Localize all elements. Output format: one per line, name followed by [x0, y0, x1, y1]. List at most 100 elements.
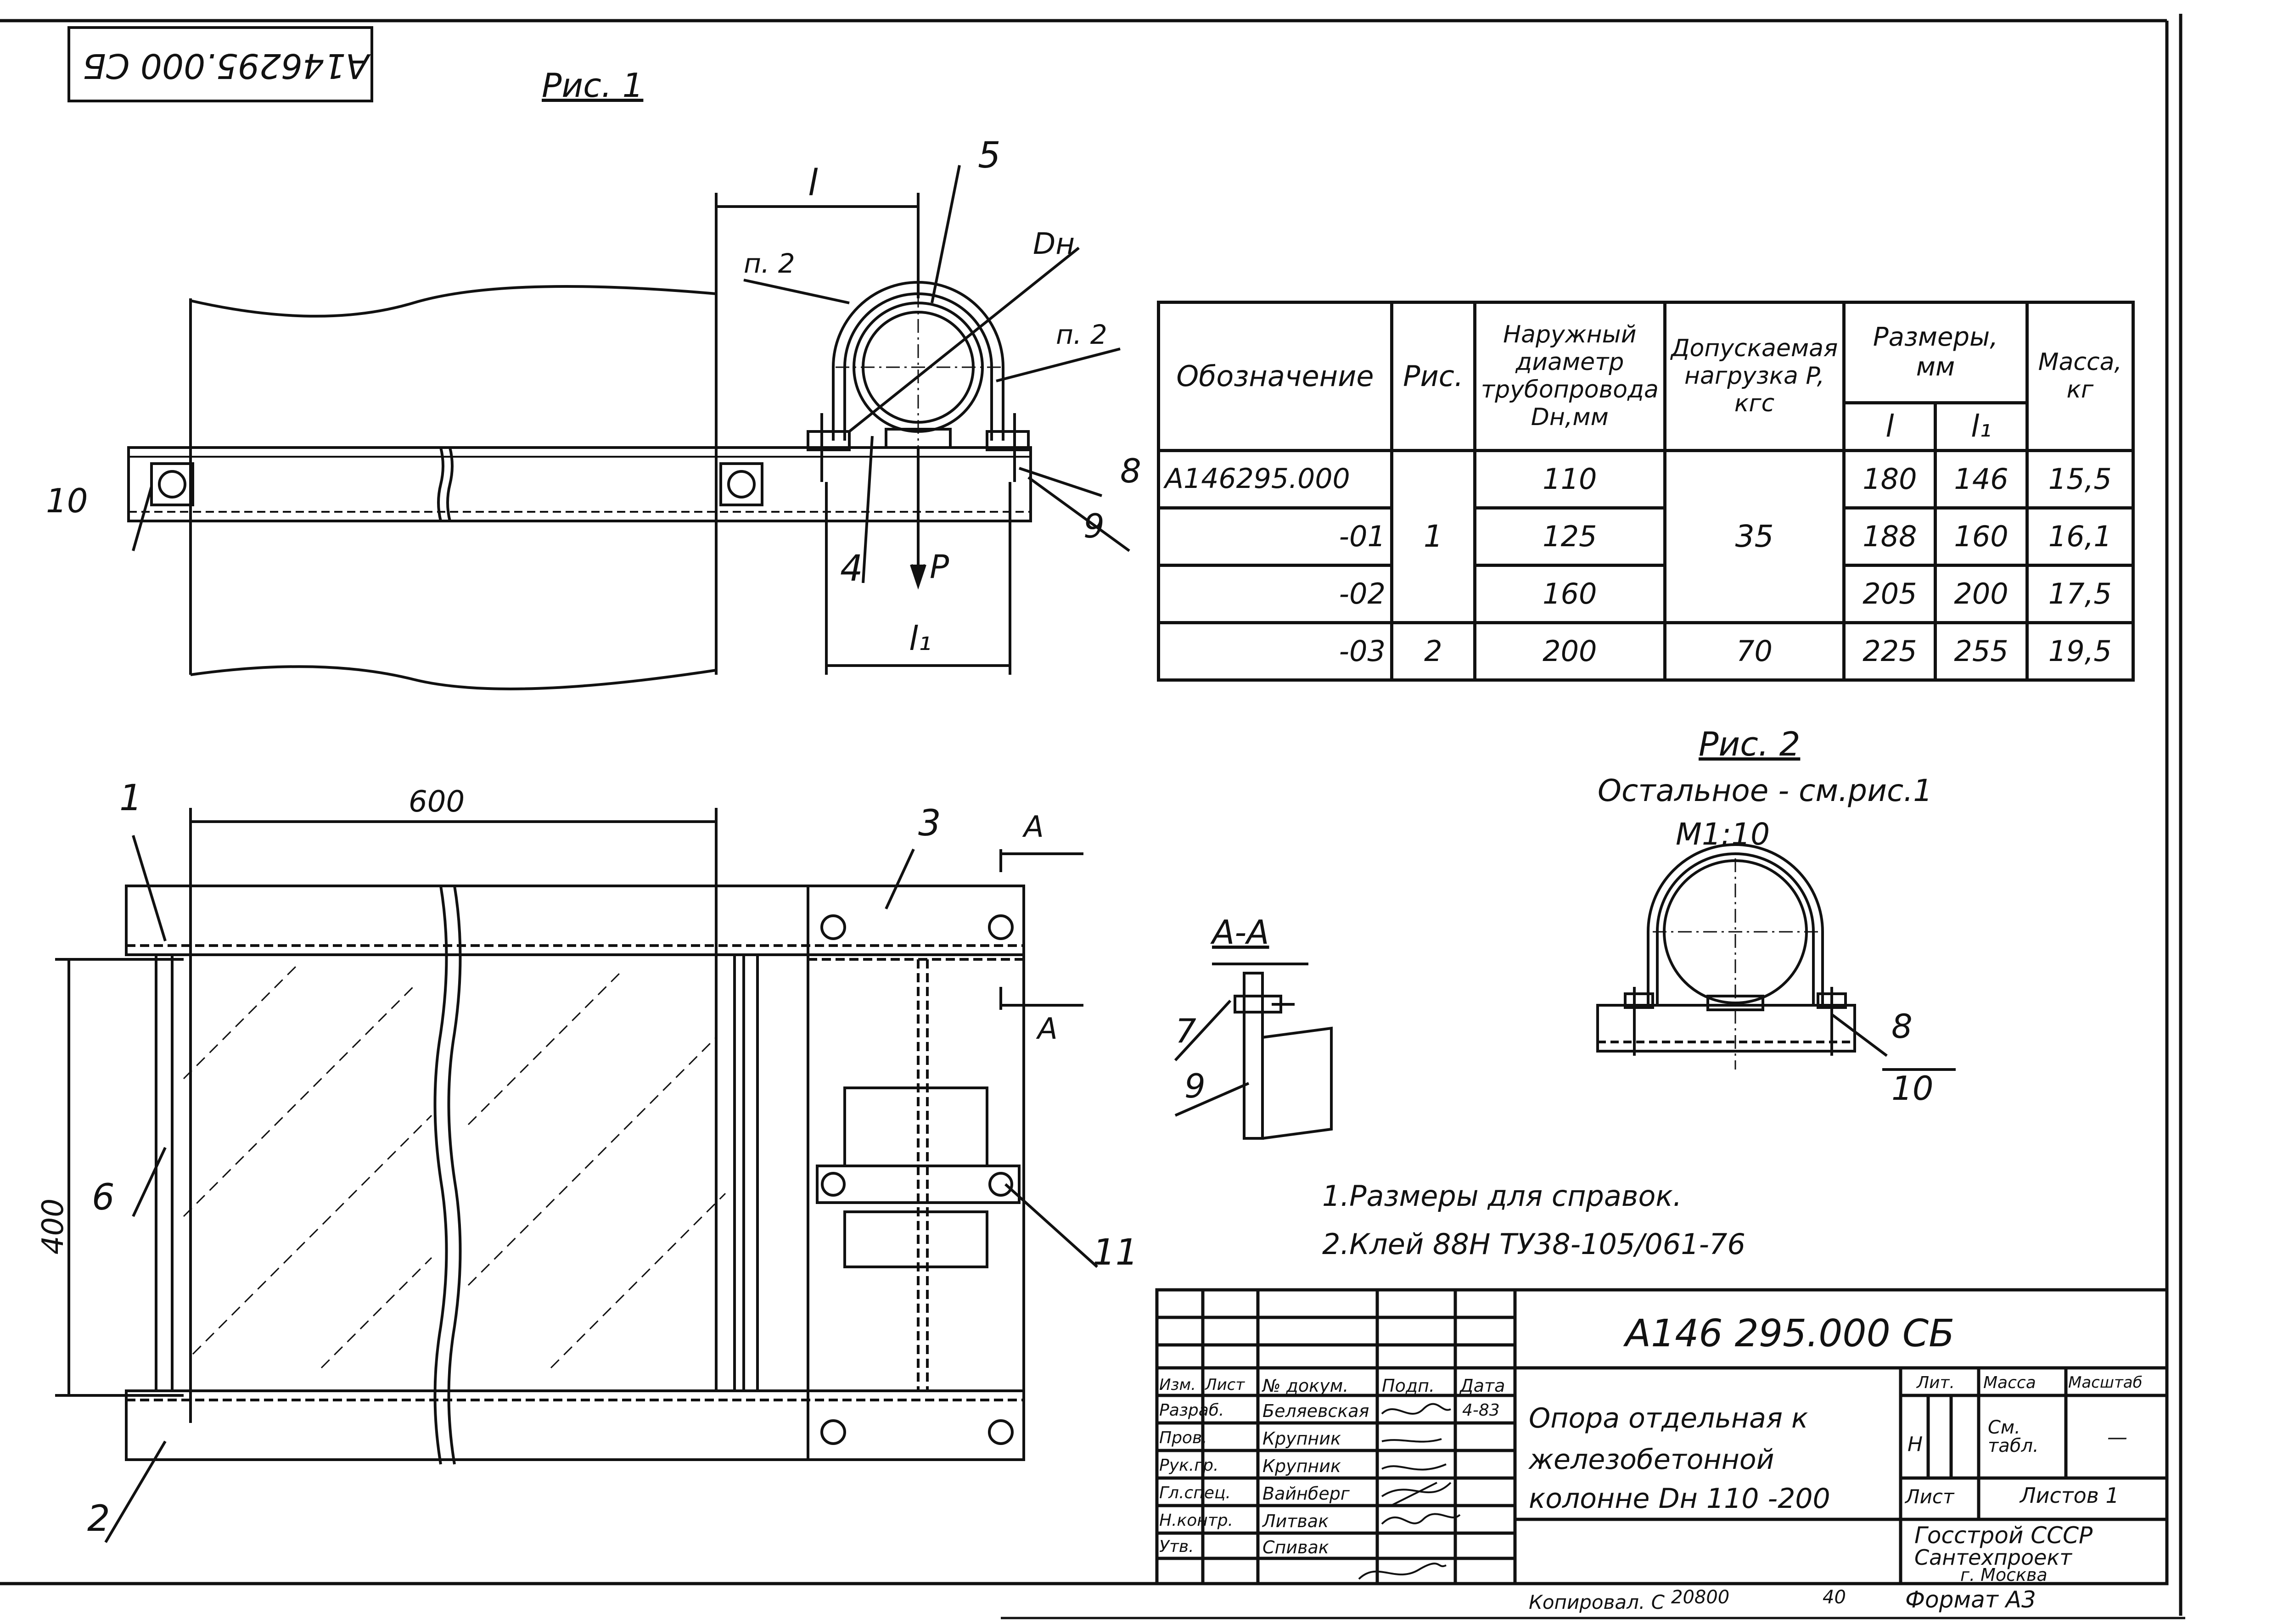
- tb-head-doc: № докум.: [1262, 1376, 1349, 1396]
- spec-cell-fig: 2: [1390, 621, 1476, 682]
- dim-400: 400: [36, 1198, 71, 1255]
- callout-7: 7: [1175, 1012, 1196, 1050]
- dim-600: 600: [409, 785, 465, 819]
- callout-6: 6: [92, 1177, 115, 1218]
- callout-9: 9: [1083, 507, 1105, 545]
- tb-scale: Масштаб: [2068, 1373, 2143, 1392]
- tb-name: Спивак: [1262, 1537, 1329, 1557]
- callout-4: 4: [840, 548, 863, 589]
- tb-scale-value: —: [2107, 1426, 2127, 1449]
- spec-cell-l1: 255: [1934, 621, 2029, 682]
- callout-10: 10: [46, 482, 88, 520]
- tb-org2: Сантехпроект: [1914, 1545, 2072, 1570]
- title-block-frame: [1155, 1288, 2169, 1585]
- spec-cell-l: 205: [1842, 563, 1937, 624]
- tb-mass: Масса: [1983, 1373, 2036, 1392]
- fig2-view: [1596, 843, 1956, 1071]
- fig1-front-view: [55, 808, 1099, 1543]
- callout-8: 8: [1120, 452, 1141, 490]
- signatures: [1358, 1403, 1461, 1580]
- tb-sheets: Листов 1: [2020, 1483, 2119, 1508]
- tb-format: Формат А3: [1905, 1586, 2036, 1613]
- tb-mass-value: См. табл.: [1988, 1417, 2039, 1456]
- tb-role: Н.контр.: [1159, 1511, 1234, 1530]
- tb-name: Крупник: [1262, 1456, 1341, 1476]
- callout-8-fig2: 8: [1891, 1007, 1913, 1046]
- tb-head-list: Лист: [1205, 1376, 1245, 1394]
- spec-cell-l: 188: [1842, 506, 1937, 567]
- callout-10-fig2: 10: [1891, 1069, 1934, 1108]
- spec-cell-diameter: 160: [1473, 563, 1666, 624]
- tb-lit-value: Н: [1908, 1433, 1923, 1456]
- spec-header-l: l: [1842, 401, 1937, 452]
- spec-cell-mass: 15,5: [2025, 448, 2135, 510]
- dim-p2-left: п. 2: [744, 248, 795, 279]
- callout-5: 5: [978, 135, 1001, 176]
- tb-head-sign: Подп.: [1382, 1376, 1435, 1396]
- spec-table: Обозначение Рис. Наружный диаметр трубоп…: [1157, 301, 2135, 682]
- callout-9-section: 9: [1184, 1067, 1206, 1105]
- spec-cell-diameter: 110: [1473, 448, 1666, 510]
- title-name-line2: железобетонной: [1529, 1444, 1774, 1476]
- section-arrow-bottom: А: [1038, 1012, 1058, 1046]
- spec-cell-mass: 19,5: [2025, 621, 2135, 682]
- fig2-title: Рис. 2: [1699, 725, 1801, 763]
- spec-cell-l1: 160: [1934, 506, 2029, 567]
- spec-cell-l1: 146: [1934, 448, 2029, 510]
- tb-role: Разраб.: [1159, 1401, 1224, 1420]
- tb-lit: Лит.: [1917, 1373, 1955, 1392]
- tb-name: Литвак: [1262, 1511, 1329, 1531]
- spec-cell-l1: 200: [1934, 563, 2029, 624]
- spec-cell-mass: 17,5: [2025, 563, 2135, 624]
- spec-cell-mass: 16,1: [2025, 506, 2135, 567]
- spec-cell-diameter: 125: [1473, 506, 1666, 567]
- tb-role: Гл.спец.: [1159, 1484, 1231, 1502]
- tb-head-izm: Изм.: [1159, 1376, 1196, 1394]
- note-2: 2.Клей 88Н ТУ38-105/061-76: [1322, 1227, 1745, 1261]
- spec-cell-diameter: 200: [1473, 621, 1666, 682]
- spec-header-mass: Масса, кг: [2025, 301, 2135, 452]
- dim-l1: l₁: [909, 619, 931, 658]
- fig1-side-view: [127, 165, 1130, 690]
- tb-copied: Копировал. С: [1529, 1591, 1665, 1613]
- spec-cell-load: 70: [1663, 621, 1846, 682]
- tb-copy-page: 40: [1823, 1587, 1846, 1608]
- callout-11: 11: [1093, 1232, 1139, 1273]
- spec-header-l1: l₁: [1934, 401, 2029, 452]
- callout-2: 2: [87, 1498, 110, 1540]
- tb-date: 4-83: [1462, 1401, 1500, 1420]
- title-code: А146 295.000 СБ: [1625, 1312, 1955, 1355]
- fig2-note: Остальное - см.рис.1: [1598, 773, 1933, 808]
- tb-head-date: Дата: [1460, 1376, 1505, 1396]
- fig1-title: Рис. 1: [542, 66, 644, 105]
- spec-header-fig: Рис.: [1390, 301, 1476, 452]
- callout-3: 3: [918, 803, 941, 844]
- spec-header-load: Допускаемая нагрузка P, кгс: [1663, 301, 1846, 452]
- dim-dh: Dн: [1033, 227, 1075, 261]
- spec-header-sizes: Размеры, мм: [1842, 301, 2029, 404]
- tb-role: Утв.: [1159, 1537, 1194, 1556]
- corner-document-code: А146295.000 СБ: [83, 46, 369, 85]
- tb-name: Беляевская: [1262, 1401, 1369, 1421]
- fig2-scale: М1:10: [1676, 817, 1770, 852]
- corner-code-box: [67, 26, 373, 102]
- tb-org3: г. Москва: [1960, 1565, 2048, 1585]
- section-a-a: [1174, 963, 1333, 1140]
- section-title: А-А: [1212, 913, 1269, 952]
- title-name-line1: Опора отдельная к: [1529, 1402, 1808, 1434]
- spec-cell-load: 35: [1663, 448, 1846, 624]
- spec-cell-designation: -03: [1157, 621, 1393, 682]
- dim-p2-right: п. 2: [1056, 319, 1107, 350]
- note-1: 1.Размеры для справок.: [1322, 1179, 1682, 1213]
- callout-1: 1: [119, 778, 142, 819]
- tb-name: Крупник: [1262, 1428, 1341, 1449]
- spec-cell-l: 225: [1842, 621, 1937, 682]
- spec-header-designation: Обозначение: [1157, 301, 1393, 452]
- dim-p: P: [930, 548, 949, 586]
- spec-header-diameter: Наружный диаметр трубопровода Dн,мм: [1473, 301, 1666, 452]
- tb-sheet: Лист: [1905, 1485, 1954, 1508]
- spec-cell-designation: А146295.000: [1157, 448, 1393, 510]
- spec-cell-l: 180: [1842, 448, 1937, 510]
- tb-role: Пров.: [1159, 1428, 1207, 1447]
